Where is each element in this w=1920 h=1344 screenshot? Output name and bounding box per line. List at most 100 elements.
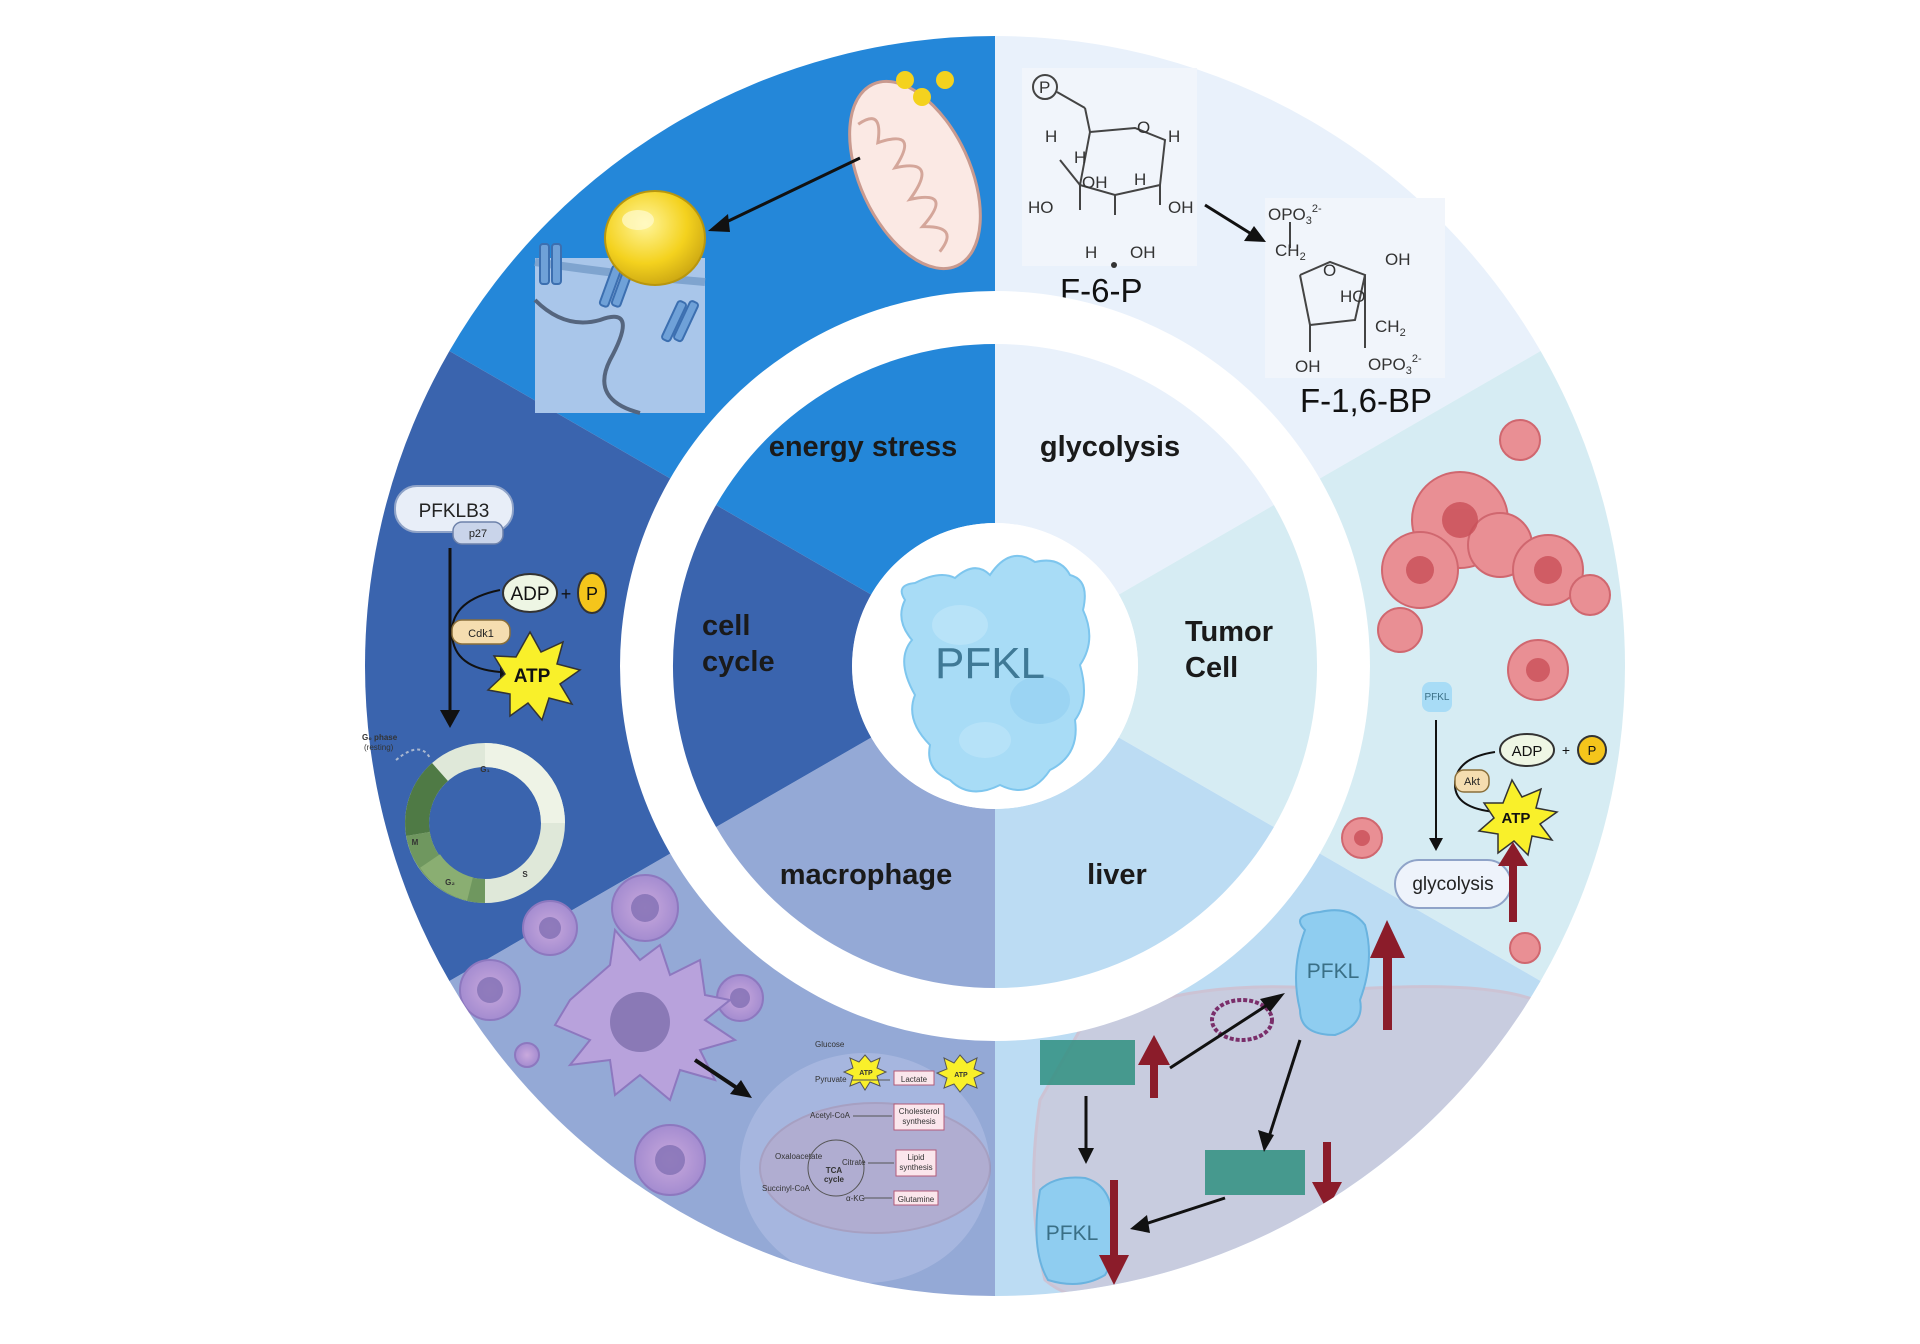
label-macrophage: macrophage xyxy=(780,859,952,891)
energy-stress-illustration xyxy=(533,71,982,415)
svg-text:OPO32-: OPO32- xyxy=(1268,203,1322,227)
svg-text:G₁: G₁ xyxy=(480,765,490,774)
cell-cycle-ring: G₁ S G₂ M xyxy=(405,743,565,903)
svg-text:PFKL: PFKL xyxy=(1307,960,1360,983)
svg-text:PFKL: PFKL xyxy=(1046,1222,1099,1245)
segment-macrophage[interactable] xyxy=(716,737,995,989)
f16bp-structure xyxy=(1289,222,1367,352)
svg-text:Cdk1: Cdk1 xyxy=(468,628,494,640)
svg-text:Oxaloacetate: Oxaloacetate xyxy=(775,1152,823,1161)
atp-ball-icon xyxy=(604,190,706,286)
svg-text:M: M xyxy=(412,838,419,847)
arrow-to-ball xyxy=(719,156,861,227)
atp-burst-icon xyxy=(486,630,582,722)
svg-text:H: H xyxy=(1168,127,1180,146)
svg-text:CH2: CH2 xyxy=(1275,241,1306,263)
akt-box xyxy=(1454,769,1490,793)
segment-cell-cycle[interactable] xyxy=(672,505,872,827)
down-arrow-icon xyxy=(1323,1142,1331,1192)
svg-text:S: S xyxy=(522,870,528,879)
svg-text:TCA: TCA xyxy=(826,1166,843,1175)
macrophage-illustration: Glucose ATP Pyruvate Lactate Acetyl-CoA … xyxy=(459,874,991,1283)
svg-text:CH2: CH2 xyxy=(1375,317,1406,339)
phosphate-icon xyxy=(577,572,607,614)
liver-illustration: PFKL PFKL xyxy=(1032,909,1538,1296)
up-arrow-icon xyxy=(1383,950,1392,1030)
pfkl-small-icon xyxy=(1422,682,1452,712)
svg-text:Glucose: Glucose xyxy=(815,1040,845,1049)
large-macrophage-icon xyxy=(553,927,738,1102)
pfkl-protein-icon[interactable]: PFKL xyxy=(900,554,1091,793)
tumor-illustration: PFKL ADP + P Akt ATP glycolysis xyxy=(1341,419,1611,964)
atp-particles-icon xyxy=(896,71,954,106)
svg-text:Akt: Akt xyxy=(1464,776,1480,788)
up-arrow-icon xyxy=(1150,1058,1158,1098)
svg-text:+: + xyxy=(561,584,572,604)
f6p-atoms: P H H O H OH H HO OH H OH xyxy=(1028,78,1194,262)
arrow-f6p-to-f16bp xyxy=(1204,203,1254,237)
segment-glycolysis[interactable] xyxy=(995,344,1274,595)
cell-cycle-illustration: PFKLB3 p27 ADP + P Cdk1 ATP G₁ S G₂ M G₀… xyxy=(362,485,607,903)
label-glycolysis: glycolysis xyxy=(1040,431,1180,463)
svg-text:ATP: ATP xyxy=(859,1070,873,1077)
svg-text:H: H xyxy=(1134,170,1146,189)
svg-text:ATP: ATP xyxy=(1502,810,1531,827)
svg-text:OH: OH xyxy=(1295,357,1321,376)
label-energy-stress: energy stress xyxy=(769,431,958,463)
mitochondrion-icon xyxy=(848,79,982,271)
segment-liver[interactable] xyxy=(995,737,1274,989)
svg-text:synthesis: synthesis xyxy=(902,1117,935,1126)
svg-text:HO: HO xyxy=(1340,287,1366,306)
dna-strand-icon xyxy=(1040,1040,1135,1085)
phosphate-icon xyxy=(1577,735,1607,765)
svg-text:P: P xyxy=(586,584,598,604)
channel-icon xyxy=(539,243,699,343)
dna-coil-icon xyxy=(1210,998,1274,1042)
svg-text:p27: p27 xyxy=(469,528,487,540)
svg-text:Glutamine: Glutamine xyxy=(898,1195,935,1204)
p27-box xyxy=(452,521,504,545)
svg-text:Citrate: Citrate xyxy=(842,1158,866,1167)
svg-text:OPO32-: OPO32- xyxy=(1368,353,1422,377)
svg-text:Lipid: Lipid xyxy=(908,1153,925,1162)
svg-text:OH: OH xyxy=(1082,173,1108,192)
svg-text:synthesis: synthesis xyxy=(899,1163,932,1172)
svg-text:(resting): (resting) xyxy=(364,743,394,752)
svg-text:G₂: G₂ xyxy=(445,878,455,887)
svg-text:ATP: ATP xyxy=(514,666,551,687)
svg-text:Cholesterol: Cholesterol xyxy=(899,1107,940,1116)
down-arrow-icon xyxy=(1110,1180,1118,1260)
svg-text:ADP: ADP xyxy=(510,584,549,605)
svg-text:cycle: cycle xyxy=(824,1175,845,1184)
svg-text:P: P xyxy=(1588,743,1597,758)
svg-text:Acetyl-CoA: Acetyl-CoA xyxy=(810,1111,851,1120)
svg-text:+: + xyxy=(1562,742,1570,758)
segment-tumor-cell[interactable] xyxy=(1118,505,1318,827)
cdk1-box xyxy=(451,619,511,645)
segment-energy-stress[interactable] xyxy=(716,344,995,595)
svg-text:OH: OH xyxy=(1130,243,1156,262)
svg-text:H: H xyxy=(1074,148,1086,167)
glycolysis-illustration: P H H O H OH H HO OH H OH F-6-P OPO32- C… xyxy=(1022,68,1445,419)
svg-text:O: O xyxy=(1137,118,1150,137)
f16bp-label: F-1,6-BP xyxy=(1300,382,1432,419)
svg-text:glycolysis: glycolysis xyxy=(1412,874,1493,895)
f16bp-structure-box xyxy=(1265,198,1445,378)
svg-text:α-KG: α-KG xyxy=(846,1194,865,1203)
svg-text:PFKLB3: PFKLB3 xyxy=(419,501,490,522)
adp-pill xyxy=(1499,733,1555,767)
svg-text:H: H xyxy=(1085,243,1097,262)
f6p-structure xyxy=(1032,74,1167,215)
label-liver: liver xyxy=(1087,859,1147,891)
svg-text:H: H xyxy=(1045,127,1057,146)
svg-text:O: O xyxy=(1323,261,1336,280)
svg-text:Succinyl-CoA: Succinyl-CoA xyxy=(762,1184,811,1193)
dna-strand-icon xyxy=(1205,1150,1305,1195)
f6p-structure-box xyxy=(1022,68,1197,266)
svg-text:G₀ phase: G₀ phase xyxy=(362,733,398,742)
svg-text:OH: OH xyxy=(1385,250,1411,269)
svg-text:Lactate: Lactate xyxy=(901,1075,928,1084)
